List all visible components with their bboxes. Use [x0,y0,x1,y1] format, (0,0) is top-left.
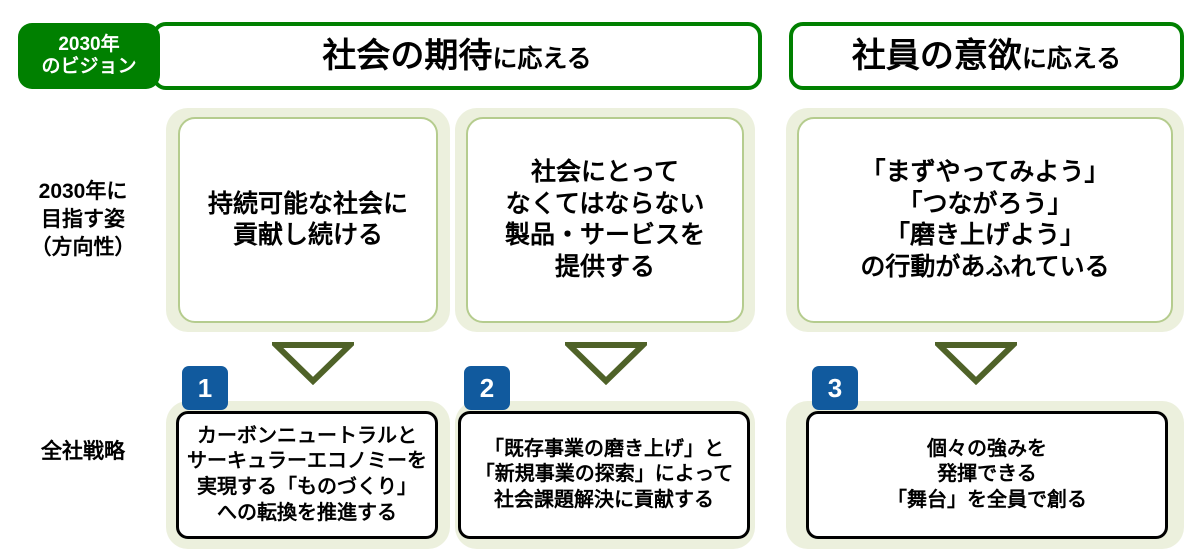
row-label-vision-line-3: （方向性） [30,236,136,260]
strategy-badge-2: 2 [464,366,510,410]
arrow-down-3-wrap [935,341,1017,385]
strategy-card-2-line-1: 「既存事業の磨き上げ」と [484,437,724,460]
vision-card-1-line-2: 貢献し続ける [232,221,383,249]
header-suffix-text: に応える [492,45,592,73]
arrow-down-1-wrap [272,341,354,385]
vision-card-2-line-3: 製品・サービスを [504,221,705,249]
arrow-down-icon [272,342,354,385]
vision-tag-line-1: 2030年 [58,34,120,56]
vision-card-3-line-1: 「まずやってみよう」 [860,158,1110,186]
row-label-vision: 2030年に 目指す姿 （方向性） [8,155,158,285]
strategy-badge-3-number: 3 [827,372,843,403]
header-title-social-expectation: 社会の期待に応える [322,39,591,73]
header-title-employee-motivation: 社員の意欲に応える [852,39,1121,73]
header-emphasis-text: 社員の意欲 [851,37,1022,75]
strategy-card-1-line-4: への転換を推進する [217,501,397,524]
vision-card-3-line-2: 「つながろう」 [897,189,1073,218]
vision-card-3-line-3: 「磨き上げよう」 [884,221,1085,249]
strategy-badge-3: 3 [812,366,858,410]
vision-card-2: 社会にとって なくてはならない 製品・サービスを 提供する [466,117,744,323]
row-label-company-strategy-line-1: 全社戦略 [41,439,125,463]
strategy-card-3-line-2: 発揮できる [937,463,1037,486]
strategy-card-2: 「既存事業の磨き上げ」と 「新規事業の探索」によって 社会課題解決に貢献する [458,411,750,539]
header-bar-social-expectation: 社会の期待に応える [152,22,762,90]
row-label-company-strategy: 全社戦略 [8,432,158,472]
header-emphasis-text: 社会の期待 [322,37,493,75]
vision-card-3-line-4: の行動があふれている [860,252,1110,281]
vision-card-1-line-1: 持続可能な社会に [207,189,408,218]
arrow-down-icon [565,342,647,385]
arrow-down-icon [935,342,1017,385]
row-label-vision-line-2: 目指す姿 [41,207,125,231]
vision-card-3: 「まずやってみよう」 「つながろう」 「磨き上げよう」 の行動があふれている [797,117,1173,323]
vision-card-1: 持続可能な社会に 貢献し続ける [178,117,438,323]
strategy-card-3-line-1: 個々の強みを [927,437,1047,460]
header-suffix-text: に応える [1021,45,1122,73]
vision-tag-2030: 2030年 のビジョン [18,23,160,89]
vision-card-2-line-2: なくてはならない [505,189,705,218]
header-bar-employee-motivation: 社員の意欲に応える [789,22,1184,90]
arrow-down-2-wrap [565,341,647,385]
strategy-card-1-line-2: サーキュラーエコノミーを [187,450,427,473]
strategy-badge-2-number: 2 [479,372,495,403]
vision-card-2-line-4: 提供する [554,252,655,281]
row-label-vision-line-1: 2030年に [38,179,128,203]
strategy-card-2-line-3: 社会課題解決に貢献する [494,488,714,511]
strategy-card-2-line-2: 「新規事業の探索」によって [474,463,734,486]
strategy-card-1: カーボンニュートラルと サーキュラーエコノミーを 実現する「ものづくり」 への転… [176,411,438,539]
vision-tag-line-2: のビジョン [41,56,137,77]
strategy-card-3-line-3: 「舞台」を全員で創る [887,488,1087,511]
vision-card-2-line-1: 社会にとって [530,158,679,186]
strategy-card-1-line-3: 実現する「ものづくり」 [197,476,417,498]
strategy-card-1-line-1: カーボンニュートラルと [197,424,417,447]
strategy-badge-1-number: 1 [197,372,213,403]
strategy-card-3: 個々の強みを 発揮できる 「舞台」を全員で創る [806,411,1168,539]
strategy-badge-1: 1 [182,366,228,410]
